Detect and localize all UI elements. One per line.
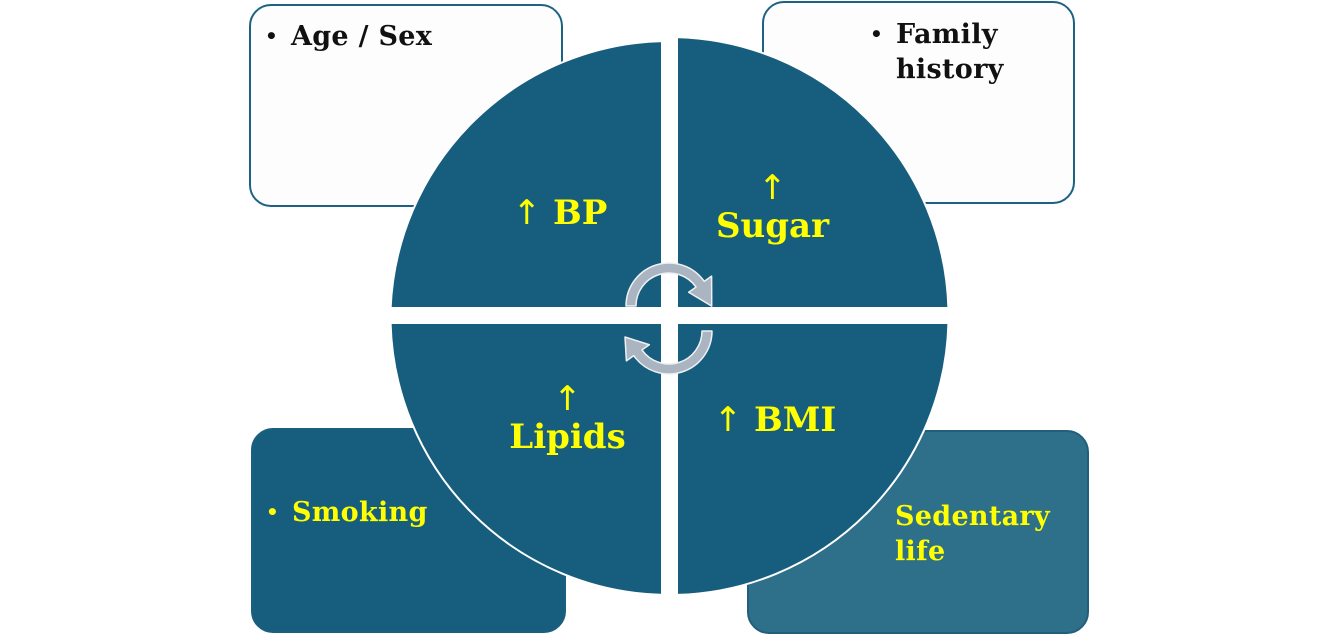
risk-factor-smoking: • Smoking (266, 495, 428, 530)
risk-factor-family-history: • Family history (870, 17, 1004, 87)
increase-arrow-icon: ↑ (553, 379, 582, 419)
risk-factor-text: Age / Sex (291, 21, 433, 52)
risk-factor-sedentary-life: •Sedentary life (869, 499, 1050, 569)
quadrant-label-sugar: ↑ Sugar (690, 170, 855, 246)
quadrant-top-right (676, 36, 950, 309)
risk-factor-text: Family (896, 19, 998, 50)
risk-factor-age-sex: • Age / Sex (265, 19, 432, 54)
quadrant-top-left (389, 40, 663, 309)
bullet-icon: • (266, 500, 280, 524)
quadrant-text: Lipids (509, 417, 626, 457)
increase-arrow-icon: ↑ (713, 400, 743, 440)
quadrant-text: BP (553, 193, 608, 233)
risk-factor-text: Smoking (292, 497, 428, 528)
risk-factor-text: Sedentary (895, 501, 1050, 532)
cycle-arrow-bottom (624, 330, 713, 375)
increase-arrow-icon: ↑ (758, 168, 787, 208)
quadrant-bottom-left (389, 322, 663, 596)
increase-arrow-icon: ↑ (512, 193, 542, 233)
quadrant-bottom-right (676, 322, 950, 596)
bullet-icon: • (265, 24, 279, 48)
quadrant-label-lipids: ↑ Lipids (485, 381, 650, 457)
quadrant-label-bp: ↑ BP (480, 193, 640, 233)
risk-factor-text: history (896, 54, 1004, 85)
cycle-arrow-top (625, 262, 713, 307)
bullet-icon: • (870, 22, 884, 46)
circular-arrows-icon (624, 262, 713, 375)
quadrant-text: Sugar (716, 206, 829, 246)
risk-factor-text: life (895, 536, 946, 567)
quadrant-label-bmi: ↑ BMI (695, 400, 855, 440)
quadrant-text: BMI (754, 400, 837, 440)
